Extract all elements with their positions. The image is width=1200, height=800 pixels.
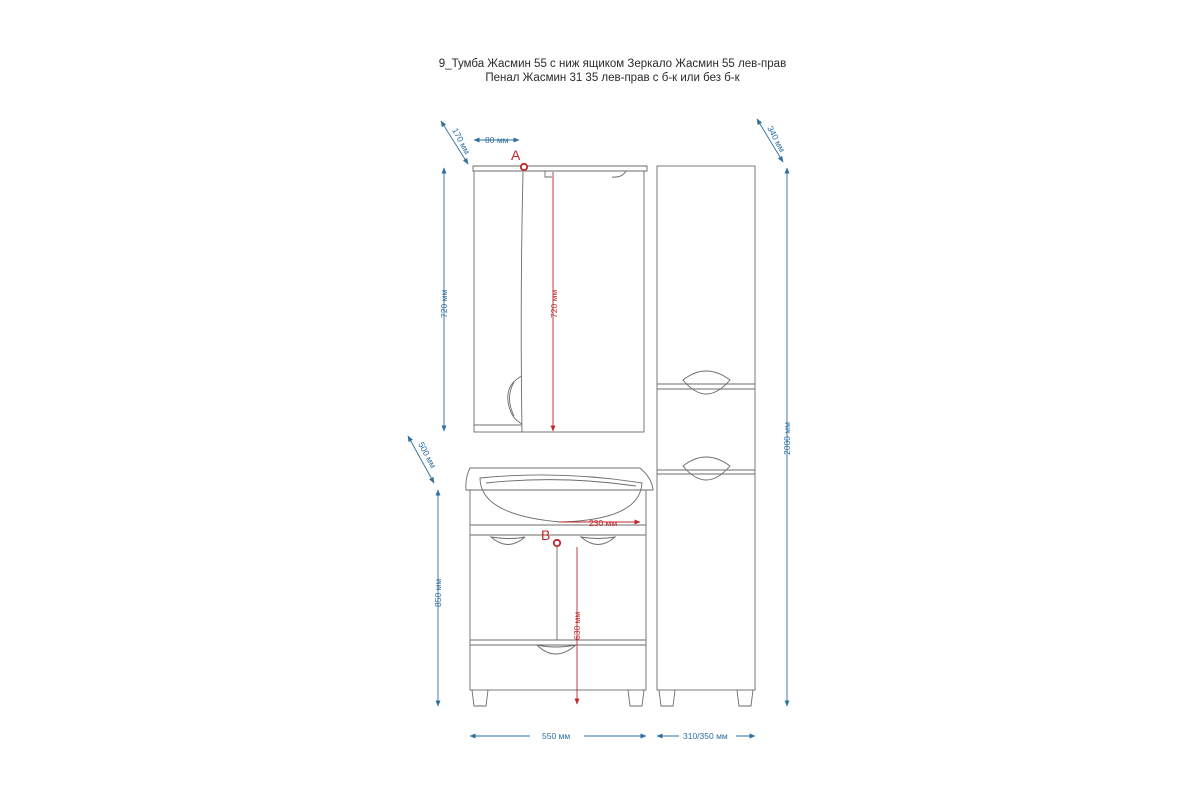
pencil-width-label: 310/350 мм [683, 731, 728, 741]
vanity-cabinet [465, 467, 654, 707]
cabinet-inner-height-label: 630 мм [572, 612, 582, 640]
mirror-inner-height-label: 720 мм [549, 290, 559, 318]
mirror-offset-label: 80 мм [485, 135, 509, 145]
cabinet-inner-offset-label: 230 мм [589, 518, 617, 528]
reference-point-b: B [541, 527, 562, 548]
cabinet-width-label: 550 мм [542, 731, 570, 741]
reference-label-b: B [541, 527, 550, 543]
pencil-case-cabinet [656, 165, 756, 707]
cabinet-depth-label: 500 мм [416, 440, 438, 470]
drawing-title-line1: 9_Тумба Жасмин 55 с ниж ящиком Зеркало Ж… [438, 58, 787, 70]
pencil-height-label: 2000 мм [782, 422, 792, 455]
reference-point-a: A [511, 147, 529, 172]
reference-label-a: A [511, 147, 521, 163]
drawing-title-line2: Пенал Жасмин 31 35 лев-прав с б-к или бе… [485, 72, 740, 84]
mirror-height-label: 720 мм [439, 290, 449, 318]
pencil-depth-label: 340 мм [765, 124, 787, 154]
mirror-cabinet [472, 165, 648, 433]
cabinet-height-label: 850 мм [433, 579, 443, 607]
red-dimensions [550, 172, 641, 705]
blue-dimensions [407, 118, 790, 739]
